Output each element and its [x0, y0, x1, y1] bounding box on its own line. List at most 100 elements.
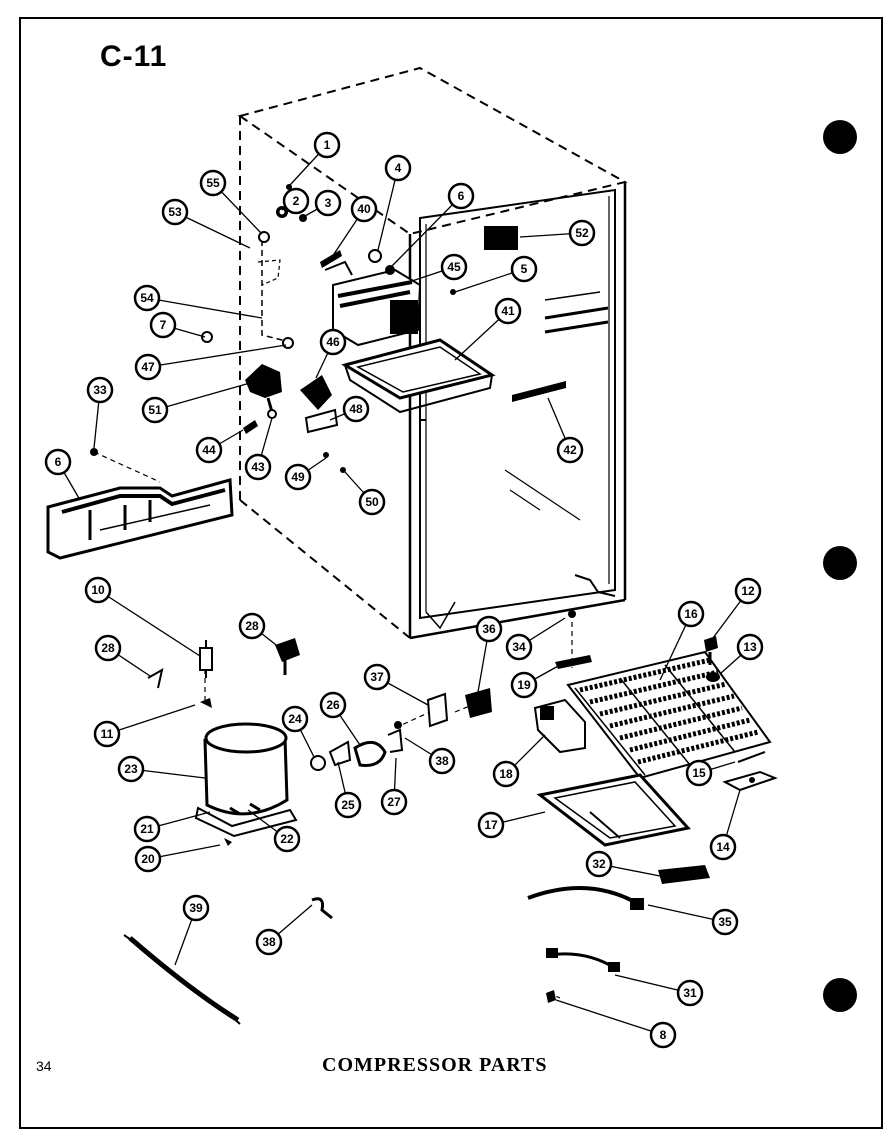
callout-circle	[711, 908, 739, 936]
callout-number: 18	[499, 767, 513, 781]
callout-circle	[350, 195, 378, 223]
callout-c53: 53	[161, 198, 189, 226]
callout-circle	[585, 850, 613, 878]
callout-c38b: 38	[255, 928, 283, 956]
callout-number: 17	[484, 818, 498, 832]
callout-number: 53	[168, 205, 182, 219]
page-title: COMPRESSOR PARTS	[322, 1054, 548, 1076]
callout-number: 47	[141, 360, 155, 374]
shelf-rail	[512, 381, 566, 402]
callout-circle	[282, 187, 310, 215]
callout-number: 45	[447, 260, 461, 274]
leader-line-c6a	[391, 195, 462, 267]
callout-c42: 42	[556, 436, 584, 464]
callout-c32: 32	[585, 850, 613, 878]
compressor	[194, 722, 298, 838]
callout-number: 43	[251, 460, 265, 474]
callout-number: 15	[692, 766, 706, 780]
callout-circle	[86, 376, 114, 404]
callout-circle	[134, 353, 162, 381]
callout-circle	[195, 436, 223, 464]
small-hardware	[90, 184, 456, 473]
callout-number: 28	[245, 619, 259, 633]
callout-c6a: 6	[447, 182, 475, 210]
grommet-small	[546, 990, 556, 1003]
leader-line-c54	[146, 297, 263, 319]
callout-number: 6	[55, 455, 62, 469]
page-number: 34	[36, 1058, 52, 1074]
callout-c34: 34	[505, 633, 533, 661]
callout-number: 44	[202, 443, 216, 457]
callout-c52: 52	[568, 219, 596, 247]
callout-c38a: 38	[428, 747, 456, 775]
condenser-clip	[555, 610, 592, 669]
callout-circle	[141, 396, 169, 424]
callout-number: 13	[743, 640, 757, 654]
callout-circle	[447, 182, 475, 210]
callout-circle	[440, 253, 468, 281]
grommet	[200, 698, 212, 708]
callout-number: 14	[716, 840, 730, 854]
callout-number: 36	[482, 622, 496, 636]
callout-circle	[556, 436, 584, 464]
callout-c6b: 6	[44, 448, 72, 476]
binder-hole-top	[823, 120, 857, 154]
callout-circle	[281, 705, 309, 733]
callout-circle	[319, 691, 347, 719]
callout-circle	[273, 825, 301, 853]
callout-c17: 17	[477, 811, 505, 839]
water-fill-tube	[261, 240, 291, 343]
callout-c36: 36	[475, 615, 503, 643]
callout-number: 38	[262, 935, 276, 949]
callout-circle	[492, 760, 520, 788]
leader-line-c10	[97, 589, 201, 657]
callout-number: 49	[291, 470, 305, 484]
callout-circle	[149, 311, 177, 339]
callout-c41: 41	[494, 297, 522, 325]
page-code: C-11	[100, 40, 168, 73]
callout-circle	[313, 131, 341, 159]
callout-circle	[319, 328, 347, 356]
callout-c24: 24	[281, 705, 309, 733]
callout-number: 48	[349, 402, 363, 416]
drier-clip	[147, 668, 164, 689]
callout-number: 52	[575, 226, 589, 240]
assembly-guide-lines	[93, 451, 573, 999]
callout-circle	[734, 577, 762, 605]
callout-circle	[494, 297, 522, 325]
callout-number: 20	[141, 852, 155, 866]
callout-c46: 46	[319, 328, 347, 356]
callout-circle	[384, 154, 412, 182]
tube-clamp-path	[257, 259, 281, 286]
callout-c14: 14	[709, 833, 737, 861]
callout-circle	[709, 833, 737, 861]
leader-line-c8	[555, 999, 664, 1036]
callout-c37: 37	[363, 663, 391, 691]
callout-circle	[314, 189, 342, 217]
callout-number: 4	[395, 161, 402, 175]
callout-c11: 11	[93, 720, 121, 748]
callout-circle	[685, 759, 713, 787]
rear-access-panel	[46, 478, 234, 560]
callout-number: 1	[324, 138, 331, 152]
callout-c21: 21	[133, 815, 161, 843]
callout-c8: 8	[649, 1021, 677, 1049]
callout-c28a: 28	[238, 612, 266, 640]
callout-number: 19	[517, 678, 531, 692]
callout-number: 55	[206, 176, 220, 190]
power-cord-harness	[123, 934, 241, 1025]
leader-line-c51	[154, 382, 251, 411]
callout-c28b: 28	[94, 634, 122, 662]
callout-c51: 51	[141, 396, 169, 424]
callout-circle	[505, 633, 533, 661]
callout-c1: 1	[313, 131, 341, 159]
callout-circle	[475, 615, 503, 643]
callout-c15: 15	[685, 759, 713, 787]
callout-number: 51	[148, 403, 162, 417]
callout-number: 24	[288, 712, 302, 726]
callout-circle	[358, 488, 386, 516]
callout-c54: 54	[133, 284, 161, 312]
condenser-coil	[566, 650, 772, 780]
callout-circle	[238, 612, 266, 640]
callout-circle	[477, 811, 505, 839]
